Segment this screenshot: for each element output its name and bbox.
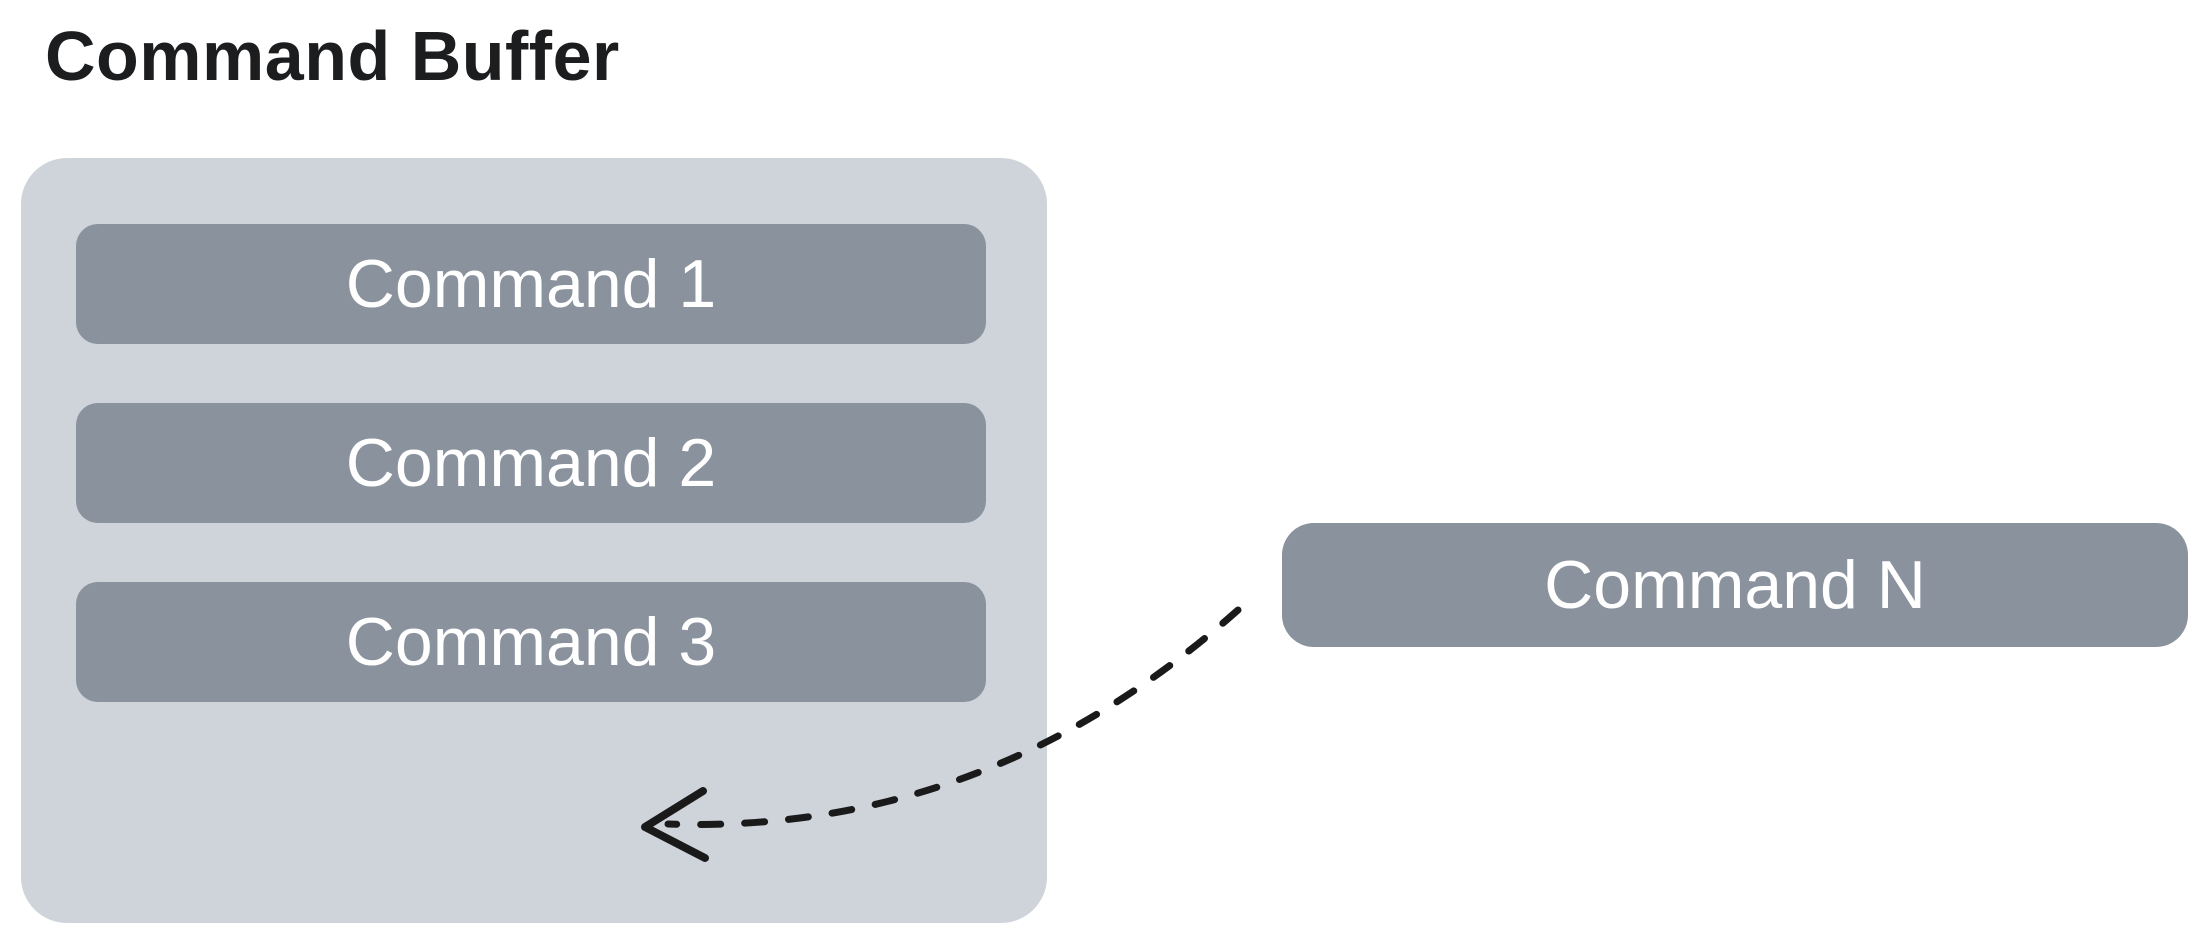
- incoming-command-box: Command N: [1282, 523, 2188, 647]
- command-slot-2: Command 2: [76, 403, 986, 523]
- incoming-command-label: Command N: [1544, 547, 1926, 623]
- diagram-title: Command Buffer: [45, 17, 620, 95]
- command-slot-1: Command 1: [76, 224, 986, 344]
- command-label: Command 3: [345, 604, 717, 680]
- command-label: Command 2: [345, 425, 717, 501]
- command-slot-3: Command 3: [76, 582, 986, 702]
- command-label: Command 1: [345, 246, 717, 322]
- command-buffer: Command 1 Command 2 Command 3: [21, 158, 1047, 923]
